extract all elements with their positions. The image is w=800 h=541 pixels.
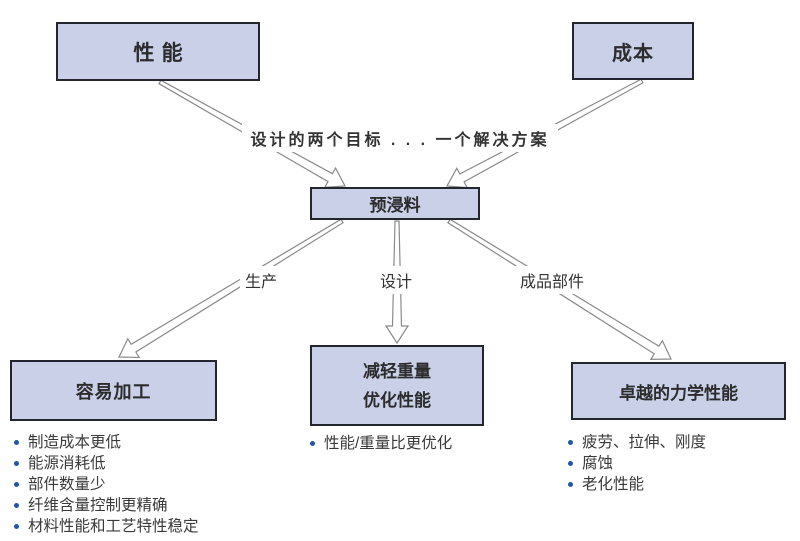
bullet-icon [14,503,19,508]
box-mechanical-properties-label: 卓越的力学性能 [619,383,738,403]
list-item-text: 老化性能 [582,476,645,493]
bullet-list-mechanical-properties: 疲劳、拉伸、刚度 腐蚀 老化性能 [566,432,786,495]
bullet-icon [14,461,19,466]
box-prepreg: 预浸料 [310,187,480,220]
box-prepreg-label: 预浸料 [369,196,421,215]
list-item: 制造成本更低 [12,432,302,453]
box-cost: 成本 [572,22,694,80]
list-item-text: 材料性能和工艺特性稳定 [28,518,199,535]
bullet-list-easy-processing: 制造成本更低 能源消耗低 部件数量少 纤维含量控制更精确 材料性能和工艺特性稳定 [12,432,302,537]
list-item: 性能/重量比更优化 [308,433,508,454]
branch-label-production: 生产 [239,266,283,294]
list-item-text: 腐蚀 [582,455,614,472]
box-weight-performance-line2: 优化性能 [363,390,431,410]
list-item: 老化性能 [566,474,786,495]
list-item-text: 部件数量少 [28,476,106,493]
bullet-icon [14,440,19,445]
box-mechanical-properties: 卓越的力学性能 [571,362,786,420]
list-item: 纤维含量控制更精确 [12,495,302,516]
branch-label-design: 设计 [374,266,418,294]
bullet-icon [14,482,19,487]
list-item: 能源消耗低 [12,453,302,474]
list-item-text: 纤维含量控制更精确 [28,497,168,514]
list-item-text: 性能/重量比更优化 [324,435,453,452]
list-item: 部件数量少 [12,474,302,495]
list-item-text: 能源消耗低 [28,455,106,472]
box-weight-performance: 减轻重量 优化性能 [310,345,484,426]
box-easy-processing-label: 容易加工 [75,381,152,402]
list-item: 腐蚀 [566,453,786,474]
list-item: 材料性能和工艺特性稳定 [12,516,302,537]
bullet-icon [14,524,19,529]
goal-text-row: 设计的两个目标 . . . 一个解决方案 [0,124,800,152]
bullet-icon [568,461,573,466]
box-performance-label: 性能 [133,41,191,65]
list-item: 疲劳、拉伸、刚度 [566,432,786,453]
bullet-icon [568,440,573,445]
goal-text: 设计的两个目标 . . . 一个解决方案 [242,124,558,152]
arrow-prepreg-to-easy [118,218,344,359]
list-item-text: 制造成本更低 [28,434,122,451]
branch-label-finished-parts: 成品部件 [514,266,590,294]
bullet-icon [310,441,315,446]
bullet-icon [568,482,573,487]
box-weight-performance-line1: 减轻重量 [363,361,431,381]
list-item-text: 疲劳、拉伸、刚度 [582,434,707,451]
box-performance: 性能 [56,22,260,81]
box-easy-processing: 容易加工 [10,360,217,421]
box-cost-label: 成本 [612,42,654,65]
bullet-list-weight-performance: 性能/重量比更优化 [308,433,508,454]
